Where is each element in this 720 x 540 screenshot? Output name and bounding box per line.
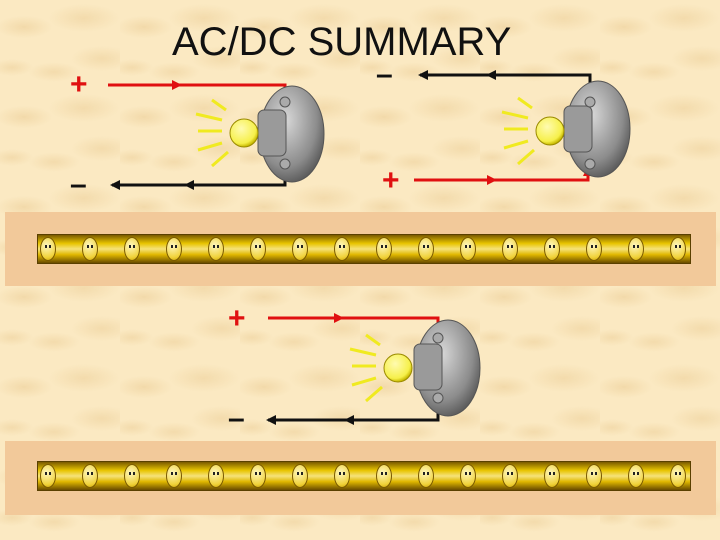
electron-icon (460, 237, 476, 261)
electron-icon (670, 464, 686, 488)
electron-icon (376, 464, 392, 488)
circuit-top-left (108, 80, 325, 190)
positive-wire (414, 166, 593, 182)
plus-sign-top-right: + (382, 164, 400, 197)
negative-wire (418, 70, 592, 105)
conductor-band-bottom (5, 441, 716, 515)
minus-sign-bottom: – (228, 402, 245, 435)
minus-sign-top-right: – (376, 58, 393, 91)
plus-sign-bottom: + (228, 302, 246, 335)
electron-icon (544, 464, 560, 488)
electron-icon (292, 237, 308, 261)
electron-icon (208, 464, 224, 488)
electron-icon (334, 464, 350, 488)
circuit-top-right (414, 70, 631, 185)
electron-icon (292, 464, 308, 488)
light-bulb-icon (349, 333, 413, 403)
electron-icon (250, 464, 266, 488)
light-bulb-icon (195, 98, 259, 168)
electron-icon (586, 464, 602, 488)
electron-icon (502, 237, 518, 261)
electron-icon (418, 464, 434, 488)
electron-icon (628, 464, 644, 488)
lamp-socket (563, 80, 631, 178)
conductor-tube-bottom (37, 461, 691, 491)
electron-icon (670, 237, 686, 261)
electron-icon (418, 237, 434, 261)
negative-wire (266, 398, 440, 425)
electron-icon (82, 237, 98, 261)
electron-icon (250, 237, 266, 261)
electron-icon (166, 464, 182, 488)
electron-icon (166, 237, 182, 261)
electron-icon (40, 464, 56, 488)
plus-sign-top-left: + (70, 68, 88, 101)
electron-icon (82, 464, 98, 488)
conductor-band-top (5, 212, 716, 286)
electron-icon (124, 464, 140, 488)
light-bulb-icon (501, 96, 565, 166)
page-title: AC/DC SUMMARY (172, 20, 512, 64)
electron-icon (376, 237, 392, 261)
electron-icon (460, 464, 476, 488)
lamp-socket (413, 319, 481, 417)
electron-icon (586, 237, 602, 261)
electron-icon (544, 237, 560, 261)
electron-icon (628, 237, 644, 261)
electron-icon (124, 237, 140, 261)
conductor-tube-top (37, 234, 691, 264)
electron-icon (334, 237, 350, 261)
electron-icon (208, 237, 224, 261)
circuit-bottom (266, 313, 481, 425)
negative-wire (110, 165, 287, 190)
positive-wire (108, 83, 290, 102)
lamp-socket (257, 85, 325, 183)
electron-icon (502, 464, 518, 488)
positive-wire (268, 316, 443, 336)
minus-sign-top-left: – (70, 168, 87, 201)
electron-icon (40, 237, 56, 261)
